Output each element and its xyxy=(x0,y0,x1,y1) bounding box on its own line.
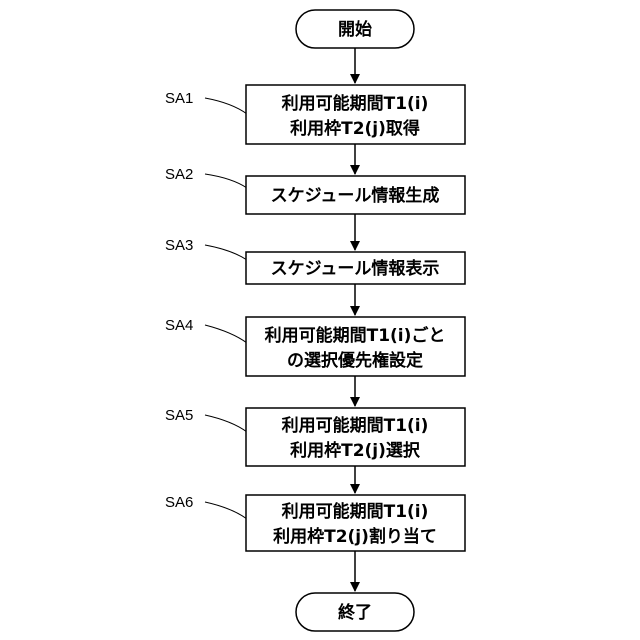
step-sa6-line-1: 利用可能期間T1(i) xyxy=(282,501,429,522)
step-sa5-label: SA5 xyxy=(165,407,193,424)
step-sa2-leader-line xyxy=(205,174,247,188)
step-sa2-label: SA2 xyxy=(165,166,193,183)
step-sa4: SA4 利用可能期間T1(i)ごと の選択優先権設定 xyxy=(165,317,465,376)
step-sa4-leader-line xyxy=(205,325,247,343)
step-sa6-line-2: 利用枠T2(j)割り当て xyxy=(273,526,437,547)
step-sa1-line-2: 利用枠T2(j)取得 xyxy=(290,118,420,139)
step-sa1-label: SA1 xyxy=(165,90,193,107)
step-sa6-label: SA6 xyxy=(165,494,193,511)
step-sa5-leader-line xyxy=(205,415,247,432)
step-sa3-label: SA3 xyxy=(165,237,193,254)
start-label: 開始 xyxy=(338,19,372,40)
step-sa5-line-1: 利用可能期間T1(i) xyxy=(282,415,429,436)
step-sa2: SA2 スケジュール情報生成 xyxy=(165,166,465,214)
step-sa6: SA6 利用可能期間T1(i) 利用枠T2(j)割り当て xyxy=(165,494,465,551)
step-sa5: SA5 利用可能期間T1(i) 利用枠T2(j)選択 xyxy=(165,407,465,466)
step-sa1-leader-line xyxy=(205,98,247,114)
step-sa4-label: SA4 xyxy=(165,317,193,334)
end-terminal: 終了 xyxy=(296,593,414,631)
step-sa4-line-1: 利用可能期間T1(i)ごと xyxy=(265,325,446,346)
step-sa3-leader-line xyxy=(205,245,247,260)
step-sa3-line-1: スケジュール情報表示 xyxy=(271,258,440,279)
step-sa1: SA1 利用可能期間T1(i) 利用枠T2(j)取得 xyxy=(165,85,465,144)
step-sa6-leader-line xyxy=(205,502,247,519)
step-sa4-line-2: の選択優先権設定 xyxy=(287,350,423,371)
step-sa1-line-1: 利用可能期間T1(i) xyxy=(282,93,429,114)
step-sa5-line-2: 利用枠T2(j)選択 xyxy=(290,440,421,461)
end-label: 終了 xyxy=(338,602,372,623)
step-sa2-line-1: スケジュール情報生成 xyxy=(271,185,440,206)
start-terminal: 開始 xyxy=(296,10,414,48)
step-sa3: SA3 スケジュール情報表示 xyxy=(165,237,465,284)
